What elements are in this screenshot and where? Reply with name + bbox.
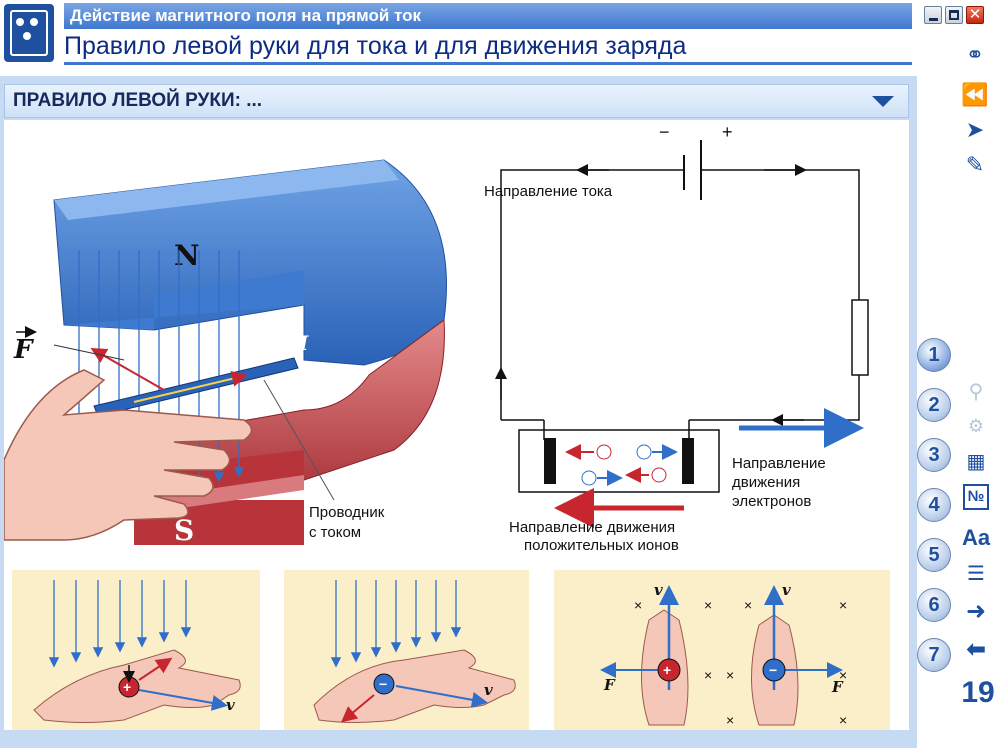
cross-mark: × bbox=[839, 712, 847, 728]
conductor-label-line1: Проводник bbox=[309, 504, 385, 521]
minimize-button[interactable] bbox=[924, 6, 942, 24]
force-label-3: F bbox=[603, 676, 616, 694]
title-bar: Действие магнитного поля на прямой ток П… bbox=[0, 0, 1000, 70]
page-button-6[interactable]: 6 bbox=[917, 588, 951, 622]
ions-label-line1: Направление движения bbox=[509, 519, 675, 536]
cross-mark: × bbox=[704, 597, 712, 613]
page-title: Правило левой руки для тока и для движен… bbox=[64, 32, 687, 60]
rewind-icon[interactable]: ⏪ bbox=[961, 82, 989, 107]
chevron-down-icon[interactable] bbox=[872, 96, 894, 107]
cross-mark: × bbox=[726, 667, 734, 683]
south-pole-label: S bbox=[174, 514, 194, 547]
electrons-label-line1: Направление bbox=[732, 455, 826, 472]
example-panel-3: × × × × × × × × × × + bbox=[554, 570, 890, 730]
page-button-7[interactable]: 7 bbox=[917, 638, 951, 672]
current-direction-label: Направление тока bbox=[484, 183, 613, 200]
title-divider bbox=[64, 62, 912, 65]
cross-mark: × bbox=[634, 597, 642, 613]
force-label: F bbox=[13, 335, 34, 365]
example-panel-1: + v bbox=[12, 570, 260, 730]
settings-icon[interactable]: ⚙ bbox=[967, 416, 985, 436]
arrow-left-icon[interactable]: ⬅ bbox=[965, 636, 987, 663]
cross-mark: × bbox=[839, 667, 847, 683]
ions-label-line2: положительных ионов bbox=[524, 537, 679, 554]
window-subtitle: Действие магнитного поля на прямой ток bbox=[64, 3, 912, 29]
velocity-label-1: v bbox=[226, 696, 235, 714]
calendar-icon[interactable]: ▦ bbox=[966, 451, 986, 473]
force-arrow bbox=[90, 348, 165, 391]
north-pole-label: N bbox=[174, 239, 200, 272]
section-title: ПРАВИЛО ЛЕВОЙ РУКИ: ... bbox=[13, 90, 263, 111]
positive-ion bbox=[596, 444, 612, 460]
physics-diagram: N S F bbox=[4, 122, 890, 730]
page-button-1[interactable]: 1 bbox=[917, 338, 951, 372]
font-size-button[interactable]: Aa bbox=[961, 525, 991, 550]
cross-mark: × bbox=[839, 597, 847, 613]
electrode-right bbox=[682, 438, 694, 484]
conductor-label-line2: с током bbox=[309, 524, 361, 541]
page-button-2[interactable]: 2 bbox=[917, 388, 951, 422]
cross-mark: × bbox=[704, 667, 712, 683]
illustration-canvas: N S F bbox=[4, 120, 909, 736]
negative-charge-sign: − bbox=[379, 676, 387, 692]
pointer-tool-icon[interactable]: ➤ bbox=[965, 117, 985, 142]
arrow-right-icon[interactable]: ➜ bbox=[965, 598, 987, 625]
footer-strip bbox=[0, 730, 917, 748]
conductor-callout-line bbox=[263, 379, 335, 501]
app-logo-icon bbox=[4, 4, 54, 62]
left-hand-illustration bbox=[4, 369, 253, 541]
positive-charge-sign: + bbox=[123, 679, 131, 695]
battery-minus-label: − bbox=[659, 122, 670, 142]
electron bbox=[636, 444, 652, 460]
positive-charge-sign: + bbox=[663, 662, 671, 678]
velocity-label-2: v bbox=[484, 681, 493, 699]
page-button-4[interactable]: 4 bbox=[917, 488, 951, 522]
electron bbox=[581, 470, 597, 486]
force-label-4: F bbox=[831, 678, 844, 696]
cross-mark: × bbox=[726, 712, 734, 728]
force-pointer-line bbox=[53, 344, 125, 361]
list-icon[interactable]: ☰ bbox=[967, 563, 985, 585]
section-header[interactable]: ПРАВИЛО ЛЕВОЙ РУКИ: ... bbox=[4, 84, 909, 118]
battery-plus-label: + bbox=[722, 122, 733, 142]
example-panel-2: − v bbox=[284, 570, 529, 730]
electrode-left bbox=[544, 438, 556, 484]
velocity-label-3: v bbox=[654, 581, 663, 599]
electrons-label-line2: движения bbox=[732, 474, 800, 491]
no-sound-icon[interactable]: ⚭ bbox=[965, 42, 985, 67]
close-button[interactable]: ✕ bbox=[966, 6, 984, 24]
page-button-5[interactable]: 5 bbox=[917, 538, 951, 572]
maximize-icon bbox=[949, 10, 959, 20]
maximize-button[interactable] bbox=[945, 6, 963, 24]
zoom-icon[interactable]: ⚲ bbox=[968, 381, 984, 403]
positive-ion bbox=[651, 467, 667, 483]
page-button-3[interactable]: 3 bbox=[917, 438, 951, 472]
pencil-icon[interactable]: ✎ bbox=[965, 152, 985, 177]
electrons-label-line3: электронов bbox=[732, 493, 811, 510]
cross-mark: × bbox=[744, 597, 752, 613]
current-label: I bbox=[298, 331, 309, 355]
page-number: 19 bbox=[961, 676, 995, 709]
minimize-icon bbox=[929, 18, 938, 21]
close-icon: ✕ bbox=[968, 6, 982, 23]
content-frame: ПРАВИЛО ЛЕВОЙ РУКИ: ... N S bbox=[0, 76, 917, 748]
velocity-label-4: v bbox=[782, 581, 791, 599]
negative-charge-sign: − bbox=[769, 662, 777, 678]
numero-tool-button[interactable]: № bbox=[963, 484, 989, 510]
